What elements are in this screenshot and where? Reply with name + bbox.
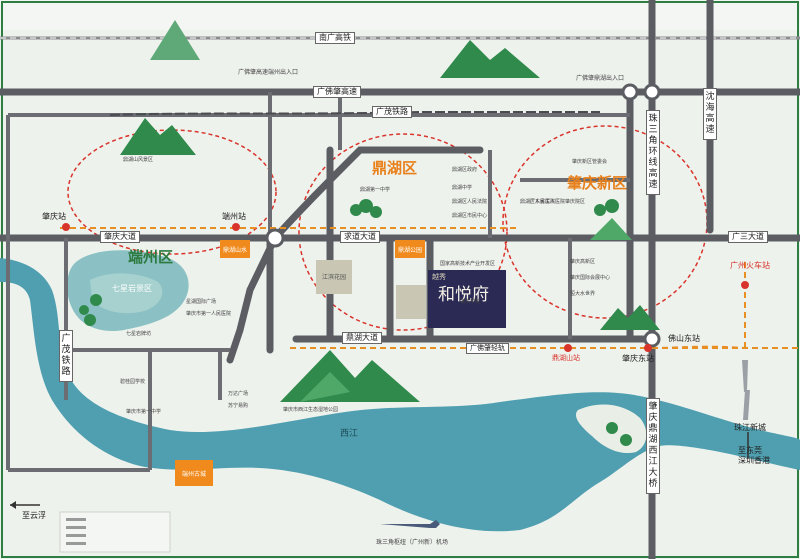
label-guangfo-expressway: 广佛肇高速 — [313, 86, 361, 98]
label-zhaoqing-avenue: 肇庆大道 — [100, 231, 140, 243]
poi-label: 鼎湖中学 — [452, 185, 473, 191]
junction-south — [643, 330, 661, 348]
tag-block-3 — [175, 460, 213, 486]
tag-block-1 — [220, 240, 250, 258]
project-name: 和悦府 — [438, 285, 489, 305]
station-dinghushan: 鼎湖山站 — [552, 354, 580, 362]
poi-label: 鼎湖区政府 — [452, 167, 478, 173]
label-guangsan-avenue: 广三大道 — [728, 231, 768, 243]
label-qiuyuan-avenue: 求道大道 — [340, 231, 380, 243]
district-dinghu: 鼎湖区 — [372, 159, 418, 177]
poi-label: 星湖国际广场 — [186, 299, 217, 305]
label-dinghushan: 鼎湖山风景区 — [123, 157, 154, 163]
label-nanguang-rail: 南广高铁 — [315, 32, 355, 44]
label-west-river-bridge: 肇庆鼎湖西江大桥 — [646, 398, 660, 494]
airplane-icon — [380, 520, 440, 528]
poi-label: 七星岩牌坊 — [126, 331, 152, 337]
poi-label: 肇庆市第一人民医院 — [186, 311, 232, 317]
junction-duanzhou — [265, 228, 285, 248]
poi-label: 国家高新技术产业开发区 — [440, 261, 496, 267]
poi-label: 肇庆国际会展中心 — [570, 275, 611, 281]
station-guangzhou: 广州火车站 — [730, 261, 770, 270]
poi-label: 鼎湖第一中学 — [360, 187, 391, 193]
station-duanzhou-marker — [232, 223, 240, 231]
project-block — [428, 270, 506, 328]
label-shenhai-expressway: 沈海高速 — [703, 88, 717, 140]
mountain-icons — [120, 20, 660, 402]
label-wetland-park: 肇庆市西江生态湿地公园 — [283, 407, 339, 413]
label-to-yunfu: 至云浮 — [22, 511, 46, 520]
label-zhujiang-newtown: 珠江新城 — [734, 423, 766, 432]
district-duanzhou: 端州区 — [128, 248, 174, 266]
label-guangmao-rail: 广茂铁路 — [372, 106, 412, 118]
tag-dinghu-park: 鼎湖公园 — [397, 247, 422, 254]
project-prefix: 越秀 — [432, 273, 446, 281]
label-dinghu-exit: 广佛肇鼎湖出入口 — [576, 75, 625, 82]
canton-tower-icon — [742, 360, 750, 420]
tag-jiangbin: 江滨花园 — [321, 274, 346, 281]
station-zhaoqing-east-marker — [644, 344, 652, 352]
poi-label: 肇庆高新区 — [570, 259, 596, 265]
station-dinghushan-marker — [564, 344, 572, 352]
label-guangfo-exit: 广佛肇高速端州出入口 — [238, 69, 299, 76]
station-zhaoqing-marker — [62, 223, 70, 231]
poi-label: 肇庆新区管委会 — [572, 159, 608, 165]
label-dinghu-avenue: 鼎湖大道 — [342, 332, 382, 344]
poi-label: 万达广场 — [228, 391, 249, 397]
poi-label: 鼎湖区人民医院 — [520, 199, 556, 205]
label-guangfo-light-rail: 广佛肇轻轨 — [466, 343, 509, 354]
station-zhaoqing-east: 肇庆东站 — [622, 354, 654, 363]
poi-label: 鼎湖区市民中心 — [452, 213, 488, 219]
label-airport: 珠三角枢纽（广州新）机场 — [376, 539, 449, 546]
junction-north — [643, 83, 661, 101]
poi-label: 碧桂园学校 — [120, 379, 146, 385]
label-xijiang: 西江 — [340, 429, 359, 439]
station-duanzhou: 端州站 — [222, 212, 246, 221]
poi-label: 苏宁易购 — [228, 403, 249, 409]
station-guangzhou-marker — [741, 281, 749, 289]
tag-block-2 — [395, 240, 425, 258]
poi-label: 恒大水世界 — [570, 291, 596, 297]
label-guangmao-rail-west: 广茂铁路 — [59, 330, 73, 382]
poi-label: 肇庆市第一中学 — [126, 409, 162, 415]
station-zhaoqing: 肇庆站 — [42, 212, 66, 221]
station-foshan-east: 佛山东站 — [668, 334, 700, 343]
junction-north-2 — [621, 83, 639, 101]
poi-label: 肇庆学院 — [460, 299, 481, 305]
label-qixingyan: 七星岩景区 — [112, 284, 152, 293]
label-sanhuan-expressway: 珠三角环线高速 — [646, 110, 660, 195]
poi-label: 鼎湖区人民法院 — [452, 199, 488, 205]
district-zhaoqing-new: 肇庆新区 — [567, 174, 628, 192]
poi-label: 广东省工人医院肇庆院区 — [530, 199, 586, 205]
label-to-shenzhen: 至东莞 深圳香港 — [738, 446, 770, 465]
tag-dinghu-shanshui: 鼎湖山水 — [222, 247, 247, 254]
tag-duanzhou-old-town: 端州古城 — [181, 471, 206, 478]
